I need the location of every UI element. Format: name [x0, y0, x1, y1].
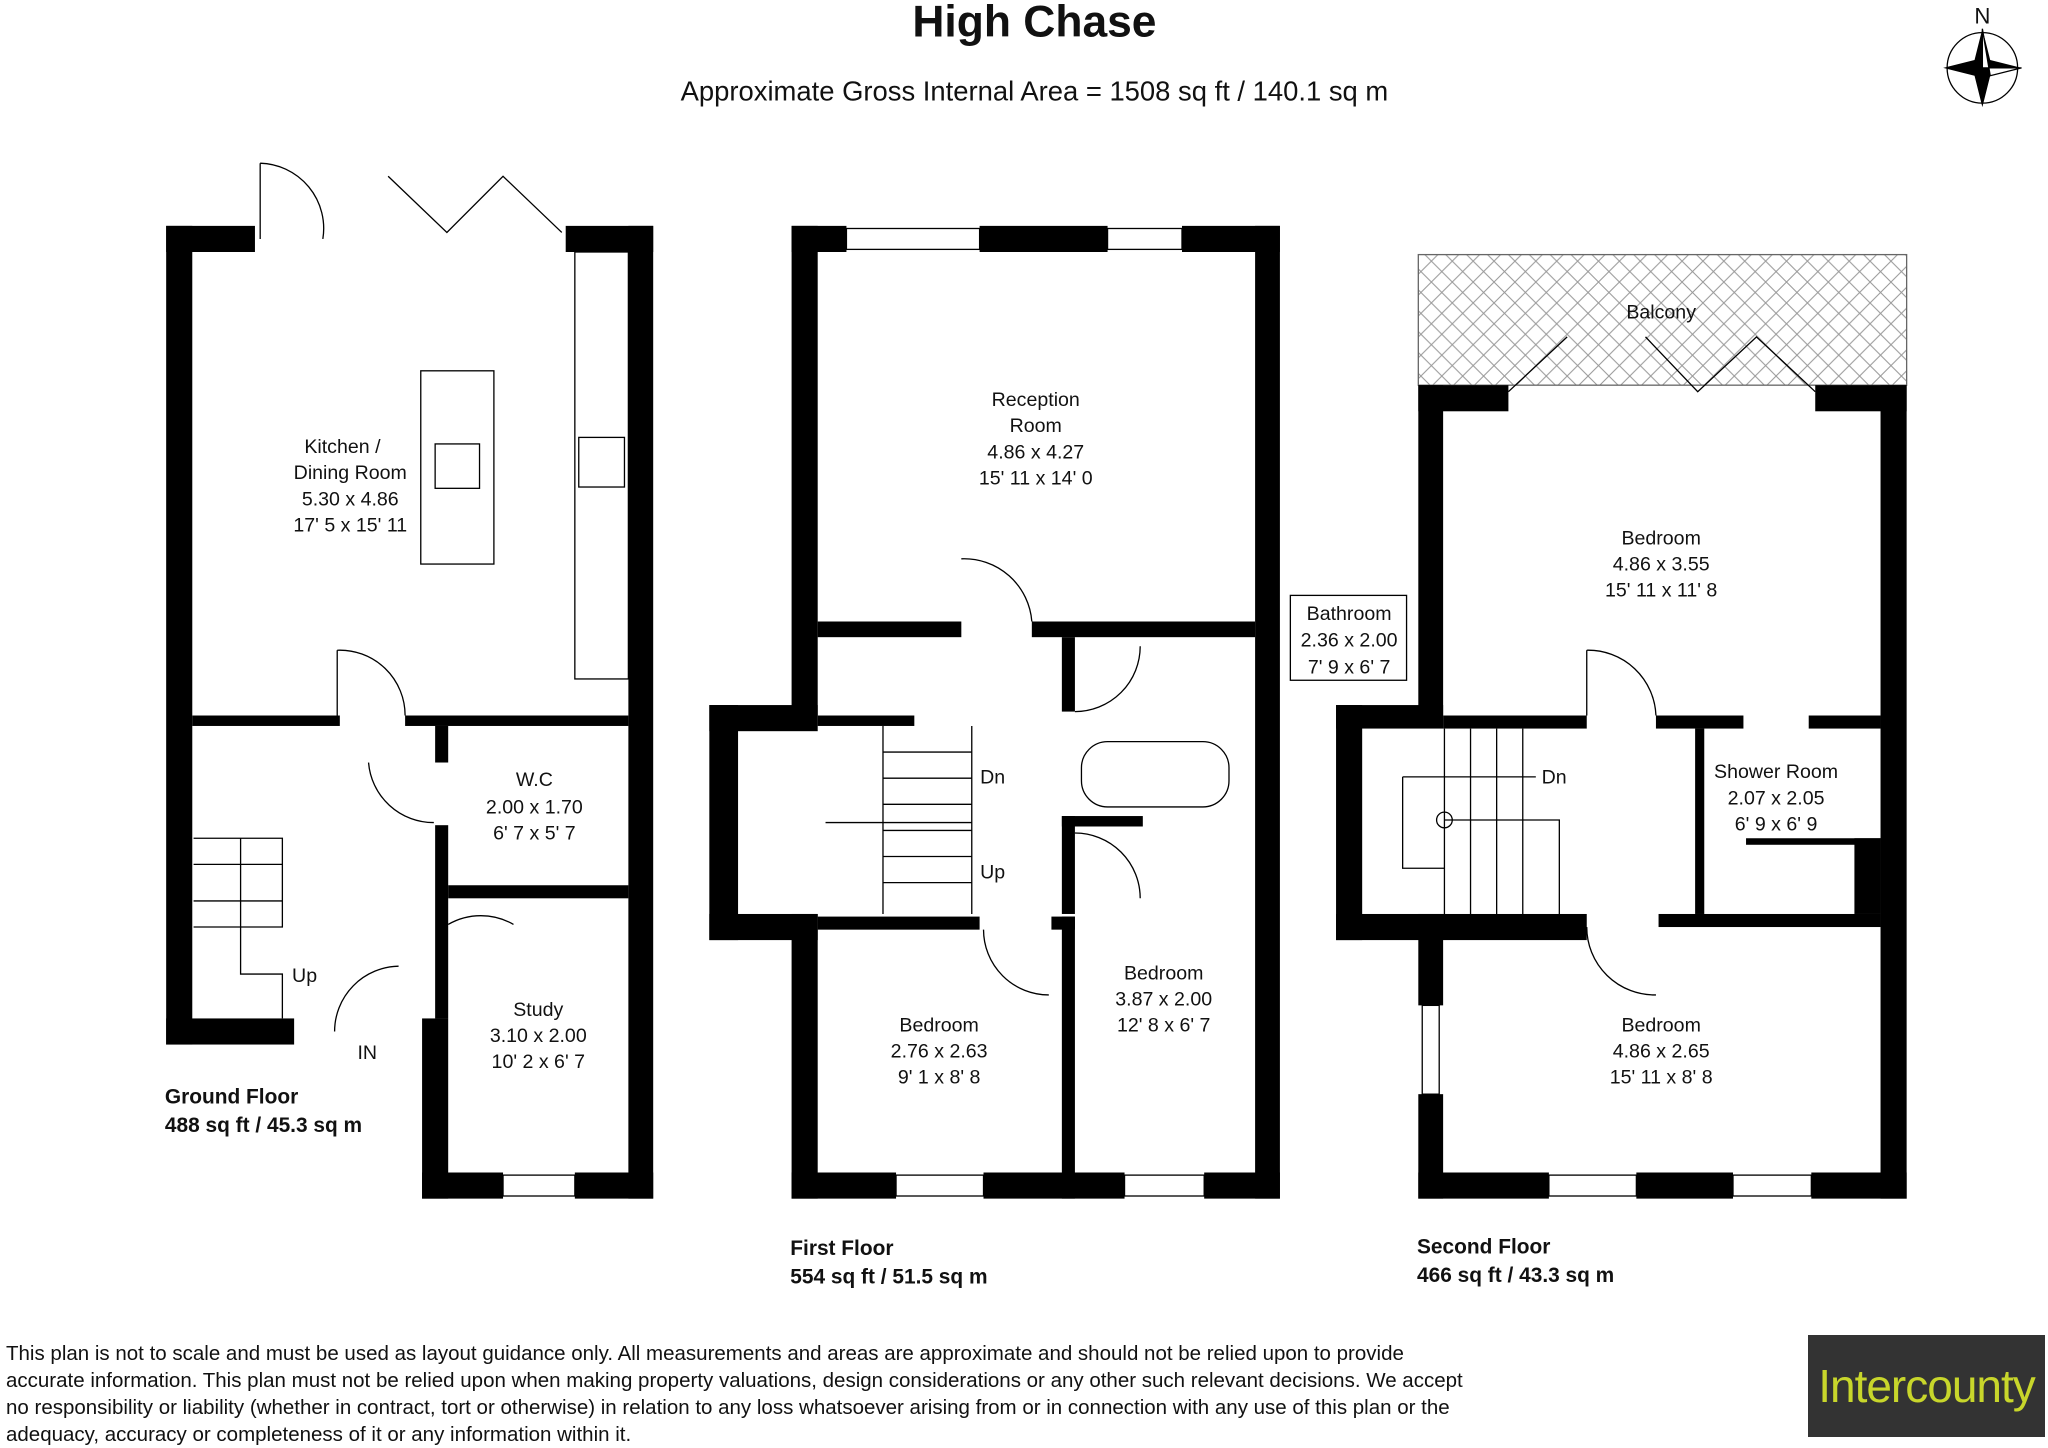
- room-label: 10' 2 x 6' 7: [492, 1051, 585, 1073]
- room-label: Up: [980, 862, 1005, 884]
- room-label: Shower Room: [1714, 761, 1838, 783]
- room-label: Dining Room: [294, 462, 407, 484]
- room-label: Bedroom: [1124, 962, 1203, 984]
- room-label: 2.07 x 2.05: [1728, 787, 1825, 809]
- room-label: 15' 11 x 14' 0: [979, 467, 1093, 489]
- room-label: 2.76 x 2.63: [891, 1041, 988, 1063]
- disclaimer: This plan is not to scale and must be us…: [6, 1342, 1463, 1446]
- ground-floor-label: Ground Floor: [165, 1085, 298, 1108]
- first-floor-label: First Floor: [790, 1237, 893, 1260]
- room-label: 2.00 x 1.70: [486, 796, 583, 818]
- room-label: 4.86 x 2.65: [1613, 1041, 1710, 1063]
- room-label: Study: [513, 999, 563, 1021]
- room-label: 17' 5 x 15' 11: [293, 514, 407, 536]
- room-label: N: [1974, 4, 1990, 29]
- room-label: 15' 11 x 11' 8: [1605, 580, 1717, 602]
- room-label: 3.10 x 2.00: [490, 1025, 587, 1047]
- room-label: Up: [292, 965, 317, 987]
- room-label: 7' 9 x 6' 7: [1308, 657, 1391, 679]
- room-label: Dn: [1542, 766, 1567, 788]
- ground-floor-plan: Kitchen / Dining Room 5.30 x 4.86 17' 5 …: [166, 162, 654, 1199]
- room-label: Dn: [980, 766, 1005, 788]
- room-label: 12' 8 x 6' 7: [1117, 1014, 1210, 1036]
- room-label: IN: [357, 1042, 377, 1064]
- room-label: 6' 9 x 6' 9: [1735, 813, 1818, 835]
- title: High Chase: [912, 0, 1156, 47]
- second-floor-area: 466 sq ft / 43.3 sq m: [1417, 1264, 1614, 1287]
- room-label: 4.86 x 4.27: [987, 441, 1084, 463]
- ground-floor-area: 488 sq ft / 45.3 sq m: [165, 1114, 362, 1137]
- room-label: W.C: [516, 769, 553, 791]
- room-label: Kitchen /: [304, 436, 381, 458]
- room-label: 15' 11 x 8' 8: [1610, 1067, 1713, 1089]
- first-floor-plan: Reception Room 4.86 x 4.27 15' 11 x 14' …: [709, 225, 1408, 1199]
- room-label: Bathroom: [1307, 603, 1392, 625]
- room-label: Reception: [992, 389, 1080, 411]
- second-floor-label: Second Floor: [1417, 1235, 1550, 1258]
- compass-icon: N: [1943, 4, 2022, 108]
- room-label: 2.36 x 2.00: [1301, 629, 1398, 651]
- room-label: 4.86 x 3.55: [1613, 554, 1710, 576]
- second-floor-plan: Balcony Bedroom 4.86 x 3.55 15' 11 x 11'…: [1336, 253, 1908, 1199]
- intercounty-logo: Intercounty: [1808, 1335, 2045, 1437]
- room-label: 6' 7 x 5' 7: [493, 823, 576, 845]
- room-label: 9' 1 x 8' 8: [898, 1067, 981, 1089]
- room-label: Bedroom: [899, 1014, 978, 1036]
- room-label: 5.30 x 4.86: [302, 488, 399, 510]
- room-label: Balcony: [1626, 302, 1696, 324]
- subtitle: Approximate Gross Internal Area = 1508 s…: [681, 76, 1389, 107]
- room-label: 3.87 x 2.00: [1115, 988, 1212, 1010]
- room-label: Bedroom: [1621, 527, 1700, 549]
- room-label: Bedroom: [1621, 1014, 1700, 1036]
- first-floor-area: 554 sq ft / 51.5 sq m: [790, 1265, 987, 1288]
- room-label: Room: [1010, 415, 1062, 437]
